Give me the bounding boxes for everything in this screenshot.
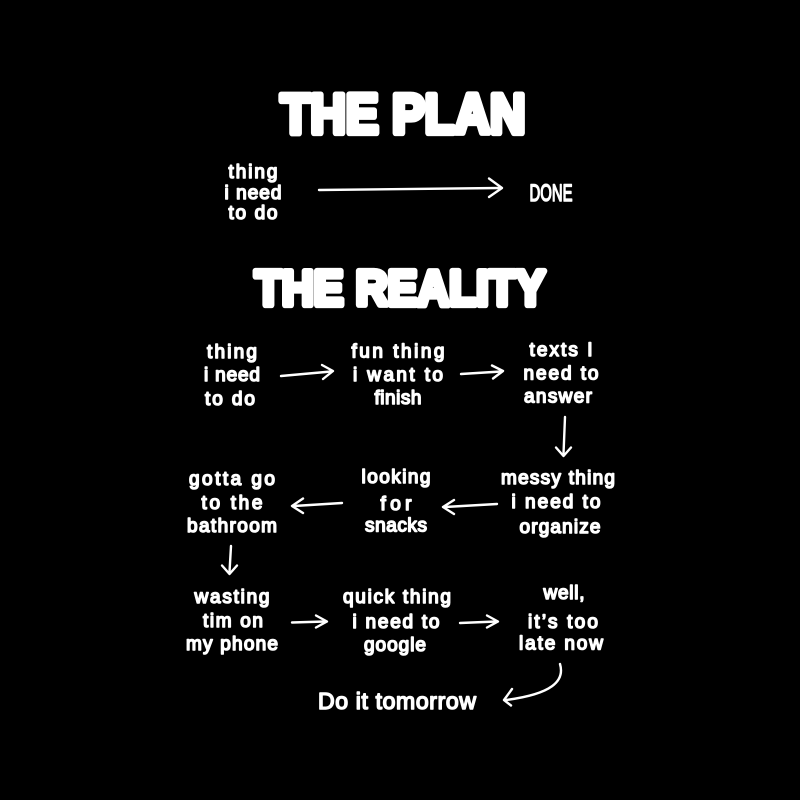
svg-text:tim on: tim on [203, 611, 263, 632]
svg-text:google: google [364, 635, 426, 656]
svg-text:i need to: i need to [353, 612, 440, 633]
svg-text:need to: need to [524, 364, 599, 385]
svg-text:gotta go: gotta go [189, 469, 275, 490]
svg-text:finish: finish [375, 388, 422, 409]
svg-text:THE PLAN: THE PLAN [281, 84, 526, 145]
svg-text:Do it tomorrow: Do it tomorrow [318, 688, 476, 714]
svg-text:THE REALITY: THE REALITY [255, 261, 545, 316]
svg-text:i want to: i want to [353, 365, 443, 386]
svg-text:bathroom: bathroom [187, 516, 277, 537]
svg-text:wasting: wasting [194, 587, 270, 608]
svg-text:looking: looking [362, 467, 431, 488]
svg-text:quick thing: quick thing [343, 587, 451, 608]
svg-text:snacks: snacks [365, 516, 427, 537]
svg-text:DONE: DONE [530, 180, 573, 207]
svg-text:i need: i need [204, 365, 260, 386]
svg-text:it’s too: it’s too [528, 612, 598, 633]
svg-text:well,: well, [543, 583, 585, 604]
svg-text:messy thing: messy thing [501, 468, 615, 489]
svg-text:to the: to the [202, 493, 263, 514]
svg-text:i need: i need [225, 183, 282, 204]
svg-text:answer: answer [524, 387, 593, 408]
svg-text:late now: late now [519, 634, 603, 655]
svg-text:my phone: my phone [186, 634, 278, 655]
svg-text:fun thing: fun thing [352, 342, 445, 363]
svg-text:for: for [381, 494, 413, 515]
svg-text:i need to: i need to [512, 492, 601, 513]
svg-text:texts I: texts I [530, 340, 593, 361]
svg-text:organize: organize [520, 517, 601, 538]
